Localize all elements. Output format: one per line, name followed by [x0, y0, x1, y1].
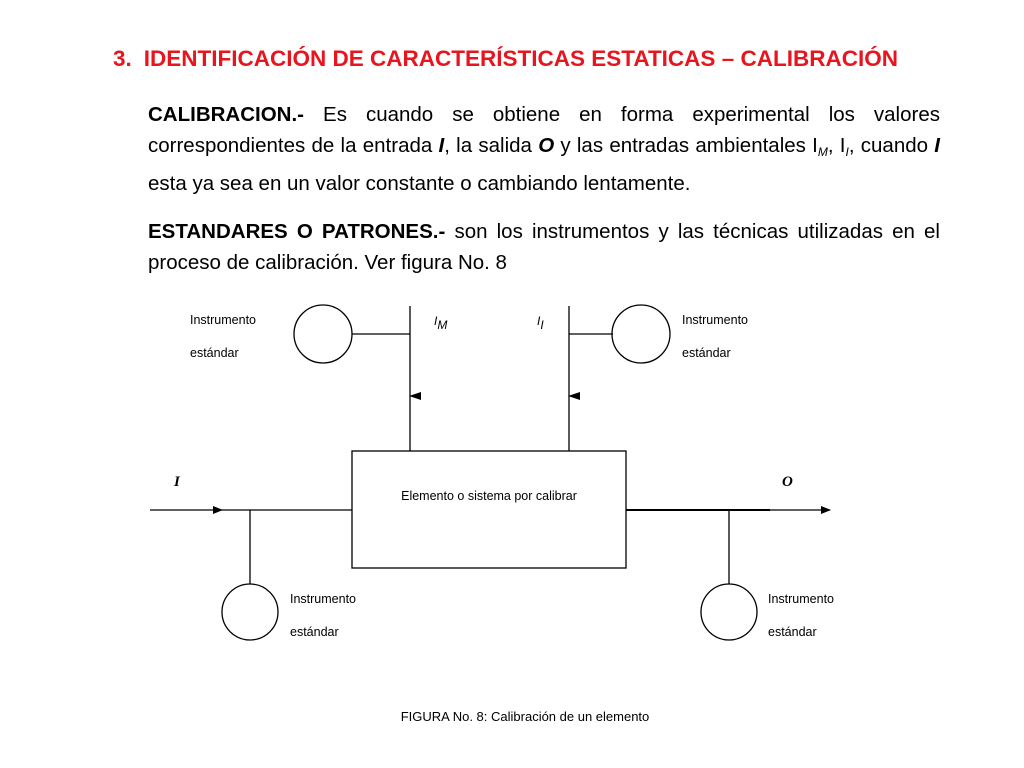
standard-instrument-input: [221, 583, 279, 641]
figure-caption: FIGURA No. 8: Calibración de un elemento: [400, 709, 650, 724]
standard-instrument-output: [700, 583, 758, 641]
title-number: 3.: [113, 46, 132, 71]
standard-instrument-im: [293, 304, 353, 364]
signal-label-im: IM: [434, 314, 448, 332]
calibration-term: CALIBRACION.-: [148, 103, 305, 126]
instrument-label-ii-line1: Instrumento: [682, 313, 749, 327]
instrument-label-ii-line2: estándar: [682, 346, 731, 360]
input-signal-label: I: [174, 474, 180, 490]
instrument-label-output-line1: Instrumento: [768, 592, 835, 606]
title-text: IDENTIFICACIÓN DE CARACTERÍSTICAS ESTATI…: [143, 46, 898, 71]
instrument-label-im-line1: Instrumento: [190, 313, 257, 327]
instrument-label-im-line2: estándar: [190, 346, 239, 360]
standards-paragraph: ESTANDARES O PATRONES.- son los instrume…: [148, 220, 940, 274]
instrument-label-input-line1: Instrumento: [290, 592, 357, 606]
instrument-label-input-line2: estándar: [290, 625, 339, 639]
system-box-label: Elemento o sistema por calibrar: [401, 489, 577, 503]
standards-term: ESTANDARES O PATRONES.-: [148, 220, 446, 243]
instrument-label-output-line2: estándar: [768, 625, 817, 639]
signal-label-ii: II: [537, 314, 544, 332]
system-box: [351, 450, 627, 569]
standard-instrument-ii: [611, 304, 671, 364]
output-signal-label: O: [782, 474, 793, 490]
slide-title: 3. IDENTIFICACIÓN DE CARACTERÍSTICAS ESTA…: [113, 46, 993, 72]
calibration-paragraph: CALIBRACION.- Es cuando se obtiene en fo…: [148, 103, 940, 195]
